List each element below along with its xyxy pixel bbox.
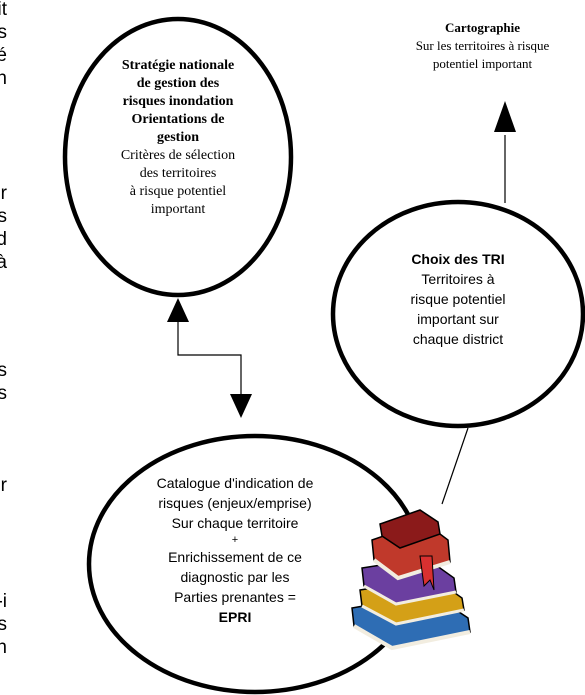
- choix-body-line: risque potentiel: [410, 291, 506, 307]
- left-fragment: é: [0, 45, 7, 66]
- left-fragment: s-: [0, 206, 7, 227]
- choix-text: Choix des TRI Territoires à risque poten…: [378, 249, 538, 349]
- catalogue-text: Catalogue d'indication de risques (enjeu…: [125, 473, 345, 627]
- catalogue-body-line: Parties prenantes =: [174, 589, 296, 605]
- catalogue-body-line: Enrichissement de ce: [168, 549, 302, 565]
- strategy-body-line: des territoires: [139, 166, 217, 181]
- strategy-body-line: Critères de sélection: [120, 148, 236, 163]
- books-icon: [351, 509, 471, 651]
- catalogue-body-line: Catalogue d'indication de: [156, 475, 314, 491]
- strategy-title-line: Orientations de: [131, 112, 225, 127]
- choix-circle: [330, 199, 585, 429]
- left-fragment: it: [0, 0, 7, 20]
- left-fragment: s: [0, 360, 7, 381]
- cartographie-body-line: Sur les territoires à risque: [415, 38, 550, 53]
- choix-title: Choix des TRI: [411, 251, 505, 267]
- strategy-title-line: risques inondation: [122, 94, 234, 109]
- choix-body-line: important sur: [417, 311, 499, 327]
- left-fragment: s: [0, 383, 7, 404]
- strategy-body-line: important: [150, 202, 206, 217]
- strategy-body-line: à risque potentiel: [129, 184, 227, 199]
- connector-catalogue-choix: [441, 427, 469, 505]
- catalogue-body-line: Sur chaque territoire: [171, 515, 299, 531]
- catalogue-body-line: diagnostic par les: [180, 569, 290, 585]
- strategy-title-line: de gestion des: [136, 76, 220, 91]
- left-fragment: s: [0, 22, 7, 43]
- choix-body-line: Territoires à: [421, 271, 495, 287]
- cartographie-title: Cartographie: [444, 20, 521, 35]
- catalogue-emphasis: EPRI: [218, 609, 252, 625]
- strategy-title-line: Stratégie nationale: [121, 58, 235, 73]
- strategy-text: Stratégie nationale de gestion des risqu…: [88, 57, 268, 219]
- left-fragment: s: [0, 614, 7, 635]
- strategy-circle: [62, 16, 294, 298]
- elbow-connector: [177, 316, 242, 395]
- catalogue-body-line: risques (enjeux/emprise): [158, 495, 312, 511]
- left-fragment: à: [0, 252, 7, 273]
- cartographie-text: Cartographie Sur les territoires à risqu…: [380, 19, 585, 73]
- cartographie-body-line: potentiel important: [432, 56, 533, 71]
- catalogue-body-line: +: [231, 534, 239, 546]
- left-fragment: r-: [0, 475, 7, 496]
- left-fragment: n: [0, 68, 7, 89]
- arrow-head-up: [167, 298, 189, 322]
- arrow-head-down: [230, 394, 252, 418]
- left-fragment: n-: [0, 637, 7, 658]
- strategy-title-line: gestion: [157, 130, 199, 145]
- left-fragment: i-: [0, 591, 7, 612]
- choix-body-line: chaque district: [412, 331, 504, 347]
- left-fragment: er: [0, 183, 7, 204]
- left-fragment: d: [0, 229, 7, 250]
- arrow-head-cartographie: [494, 101, 516, 132]
